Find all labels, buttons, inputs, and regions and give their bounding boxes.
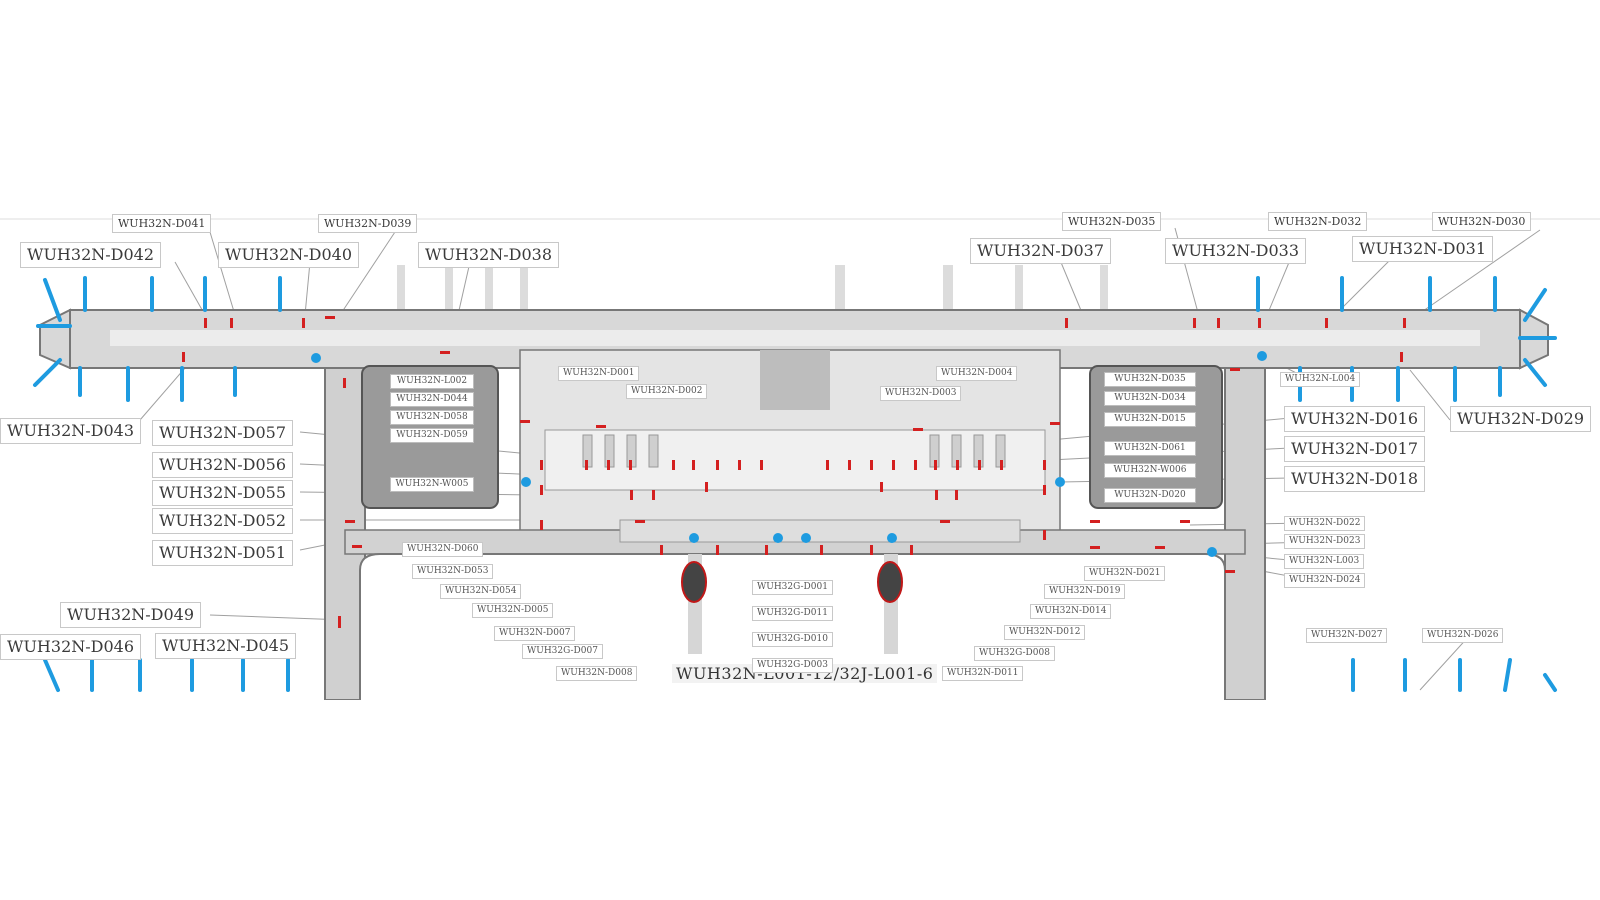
small-label: WUH32N-D024 — [1284, 573, 1366, 588]
left-room-label: WUH32N-L002 — [390, 374, 474, 389]
label-d016: WUH32N-D016 — [1284, 406, 1426, 432]
label-d017: WUH32N-D017 — [1284, 436, 1426, 462]
floor-plan-svg — [33, 227, 1557, 700]
label-d038: WUH32N-D038 — [418, 242, 560, 268]
label-d030: WUH32N-D030 — [1432, 212, 1532, 231]
label-d043: WUH32N-D043 — [0, 418, 142, 444]
small-label: WUH32N-D019 — [1044, 584, 1126, 599]
small-label: WUH32N-D012 — [1004, 625, 1086, 640]
label-d031: WUH32N-D031 — [1352, 236, 1494, 262]
small-label: WUH32G-D008 — [974, 646, 1055, 661]
right-room-label: WUH32N-W006 — [1104, 463, 1196, 478]
small-label: WUH32N-L004 — [1280, 372, 1361, 387]
right-room — [1089, 365, 1223, 509]
right-room-label: WUH32N-D020 — [1104, 488, 1196, 503]
label-d039: WUH32N-D039 — [318, 214, 418, 233]
small-label: WUH32N-D008 — [556, 666, 638, 681]
label-d051: WUH32N-D051 — [152, 540, 294, 566]
right-room-label: WUH32N-D061 — [1104, 441, 1196, 456]
left-room-label: WUH32N-D059 — [390, 428, 474, 443]
small-label: WUH32N-D001 — [558, 366, 640, 381]
small-label: WUH32N-D007 — [494, 626, 576, 641]
label-d041: WUH32N-D041 — [112, 214, 212, 233]
small-label: WUH32N-D060 — [402, 542, 484, 557]
small-label: WUH32N-D023 — [1284, 534, 1366, 549]
label-d042: WUH32N-D042 — [20, 242, 162, 268]
label-d018: WUH32N-D018 — [1284, 466, 1426, 492]
label-d033: WUH32N-D033 — [1165, 238, 1307, 264]
left-column-marker — [681, 561, 707, 603]
door-marks — [182, 316, 1406, 628]
label-d052: WUH32N-D052 — [152, 508, 294, 534]
small-label: WUH32N-D004 — [936, 366, 1018, 381]
small-label: WUH32G-D007 — [522, 644, 603, 659]
left-room-label: WUH32N-D044 — [390, 392, 474, 407]
right-room-label: WUH32N-D035 — [1104, 372, 1196, 387]
small-label: WUH32N-D026 — [1422, 628, 1504, 643]
small-label: WUH32G-D011 — [752, 606, 833, 621]
label-d055: WUH32N-D055 — [152, 480, 294, 506]
label-d037: WUH32N-D037 — [970, 238, 1112, 264]
label-d046: WUH32N-D046 — [0, 634, 142, 660]
small-label: WUH32N-D021 — [1084, 566, 1166, 581]
label-d049: WUH32N-D049 — [60, 602, 202, 628]
right-column-marker — [877, 561, 903, 603]
small-label: WUH32N-D003 — [880, 386, 962, 401]
small-label: WUH32N-L003 — [1284, 554, 1365, 569]
blue-spokes — [33, 276, 1557, 692]
small-label: WUH32G-D003 — [752, 658, 833, 673]
label-d035-top: WUH32N-D035 — [1062, 212, 1162, 231]
small-label: WUH32N-D027 — [1306, 628, 1388, 643]
left-room-label: WUH32N-D058 — [390, 410, 474, 425]
label-d056: WUH32N-D056 — [152, 452, 294, 478]
small-label: WUH32N-D005 — [472, 603, 554, 618]
small-label: WUH32N-D011 — [942, 666, 1024, 681]
small-label: WUH32N-D053 — [412, 564, 494, 579]
label-d040: WUH32N-D040 — [218, 242, 360, 268]
right-room-label: WUH32N-D015 — [1104, 412, 1196, 427]
central-bars — [582, 434, 1006, 468]
label-d045: WUH32N-D045 — [155, 633, 297, 659]
label-d032: WUH32N-D032 — [1268, 212, 1368, 231]
floor-plan-diagram: WUH32N-L001-12/32J-L001-6 WUH32N-D041 WU… — [0, 212, 1600, 700]
left-room-label: WUH32N-W005 — [390, 477, 474, 492]
blue-points — [311, 351, 1267, 557]
floor-label: WUH32N-L001-12/32J-L001-6 — [672, 664, 938, 683]
small-label: WUH32N-D022 — [1284, 516, 1366, 531]
stub-pipes — [397, 265, 1108, 315]
small-label: WUH32N-D054 — [440, 584, 522, 599]
small-label: WUH32G-D010 — [752, 632, 833, 647]
right-room-label: WUH32N-D034 — [1104, 391, 1196, 406]
small-label: WUH32G-D001 — [752, 580, 833, 595]
small-label: WUH32N-D002 — [626, 384, 708, 399]
small-label: WUH32N-D014 — [1030, 604, 1112, 619]
label-d057: WUH32N-D057 — [152, 420, 294, 446]
label-d029: WUH32N-D029 — [1450, 406, 1592, 432]
